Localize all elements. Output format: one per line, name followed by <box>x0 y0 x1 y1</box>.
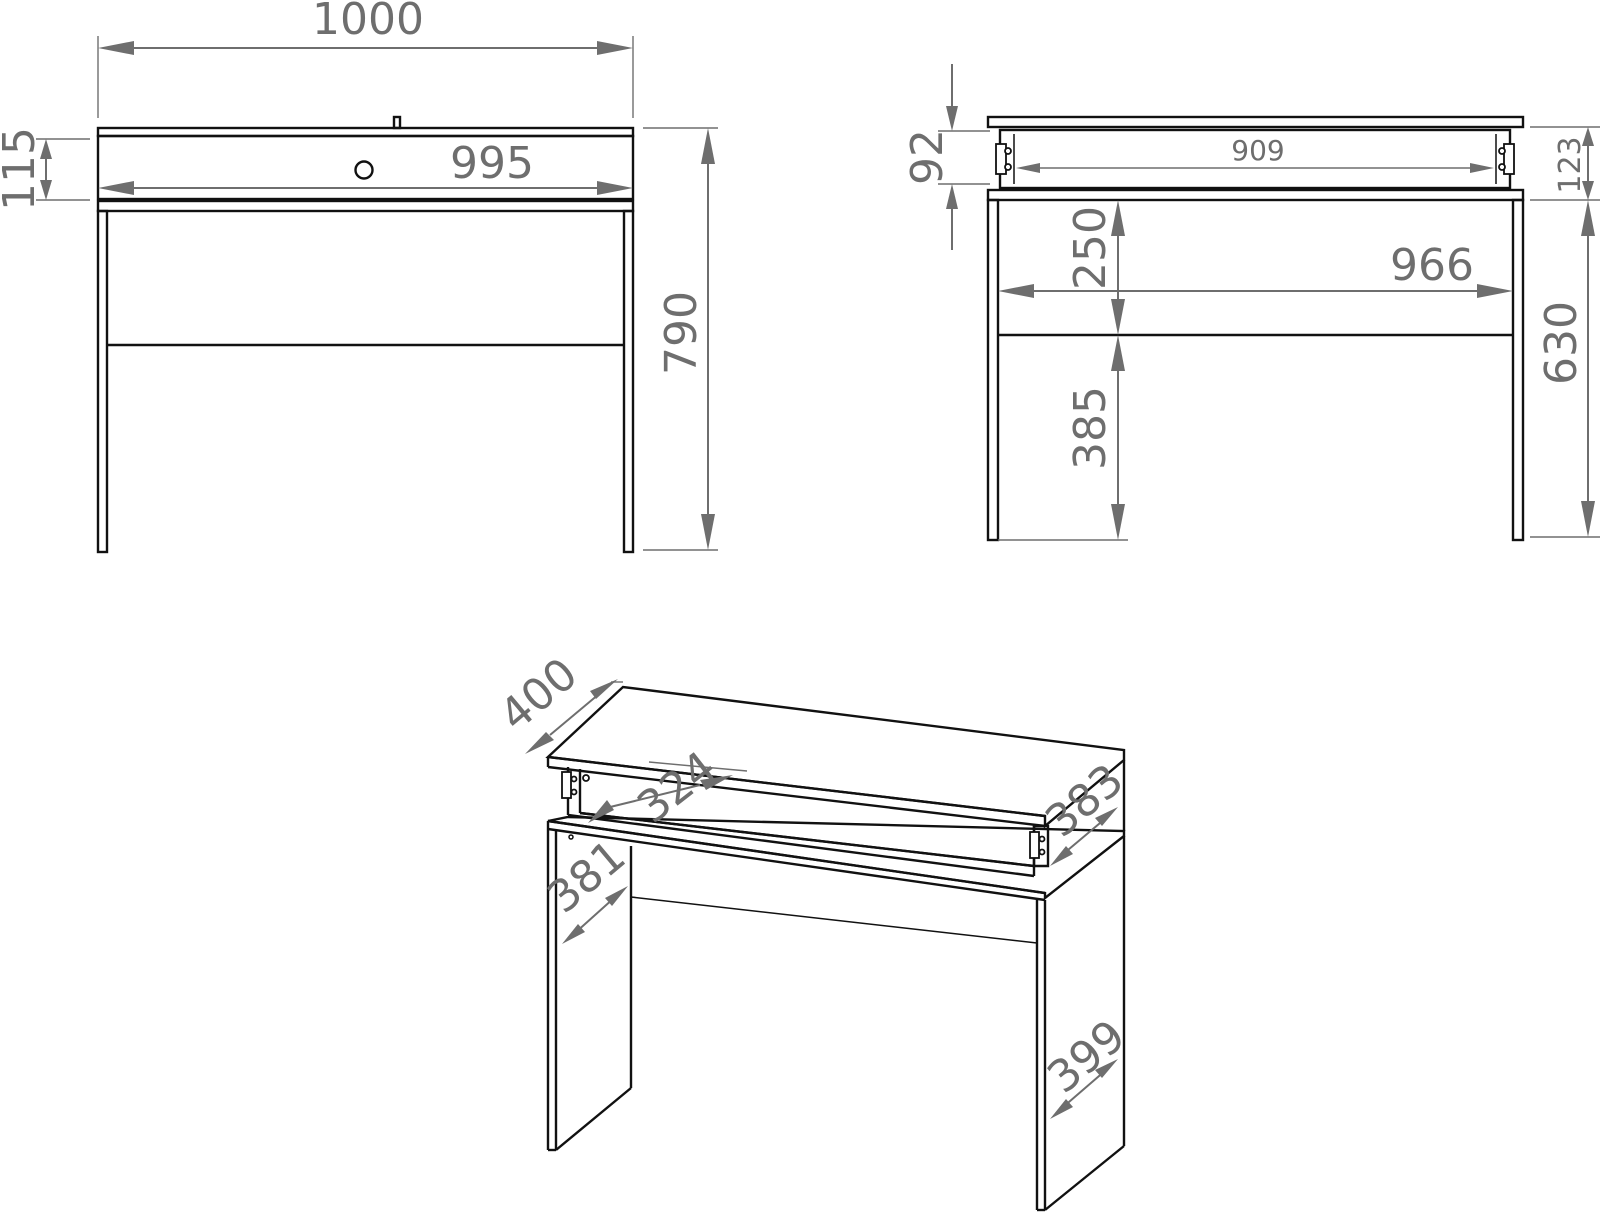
dim-label-depth-side-left: 381 <box>538 830 635 923</box>
dim-label-width-drawer: 995 <box>450 138 534 189</box>
front-top-knob <box>392 115 402 130</box>
open-top-slab <box>986 115 1525 129</box>
dim-label-height-drawer-side: 123 <box>1553 136 1588 193</box>
dim-label-depth-side-right: 399 <box>1038 1010 1135 1103</box>
dim-label-width-inner: 966 <box>1390 240 1474 291</box>
front-frame-rail <box>96 199 635 213</box>
open-leg-right <box>1511 198 1525 542</box>
front-drawer-handle <box>354 160 374 180</box>
iso-hinge-right <box>1029 831 1040 859</box>
iso-top-slab-outline <box>545 685 1126 829</box>
dim-label-height-overall: 790 <box>656 291 707 375</box>
iso-view: 400 324 383 381 399 <box>490 648 1135 1212</box>
dim-label-width-overall: 1000 <box>312 0 424 45</box>
open-leg-left <box>986 198 1000 542</box>
dim-label-depth-side-upper: 383 <box>1036 754 1133 847</box>
open-frame-rail <box>986 188 1525 202</box>
iso-hinge-left <box>561 771 572 799</box>
front-drawer-panel <box>96 134 635 201</box>
open-hinge-right <box>1503 143 1515 175</box>
open-hinge-left <box>995 143 1007 175</box>
dim-label-width-drawer-inner: 909 <box>1231 134 1284 167</box>
dim-label-height-upper: 250 <box>1065 206 1116 290</box>
dim-label-depth-drawer-inner: 92 <box>902 129 953 185</box>
dim-label-depth-top: 400 <box>490 648 587 741</box>
dim-label-height-drawer: 115 <box>0 127 45 211</box>
dim-label-height-legs: 630 <box>1536 301 1587 385</box>
front-leg-right <box>622 209 635 554</box>
open-view: 909 92 123 966 250 <box>902 64 1600 542</box>
front-leg-left <box>96 209 109 554</box>
front-view: 1000 995 115 790 <box>0 0 718 554</box>
dim-label-height-lower: 385 <box>1065 386 1116 470</box>
